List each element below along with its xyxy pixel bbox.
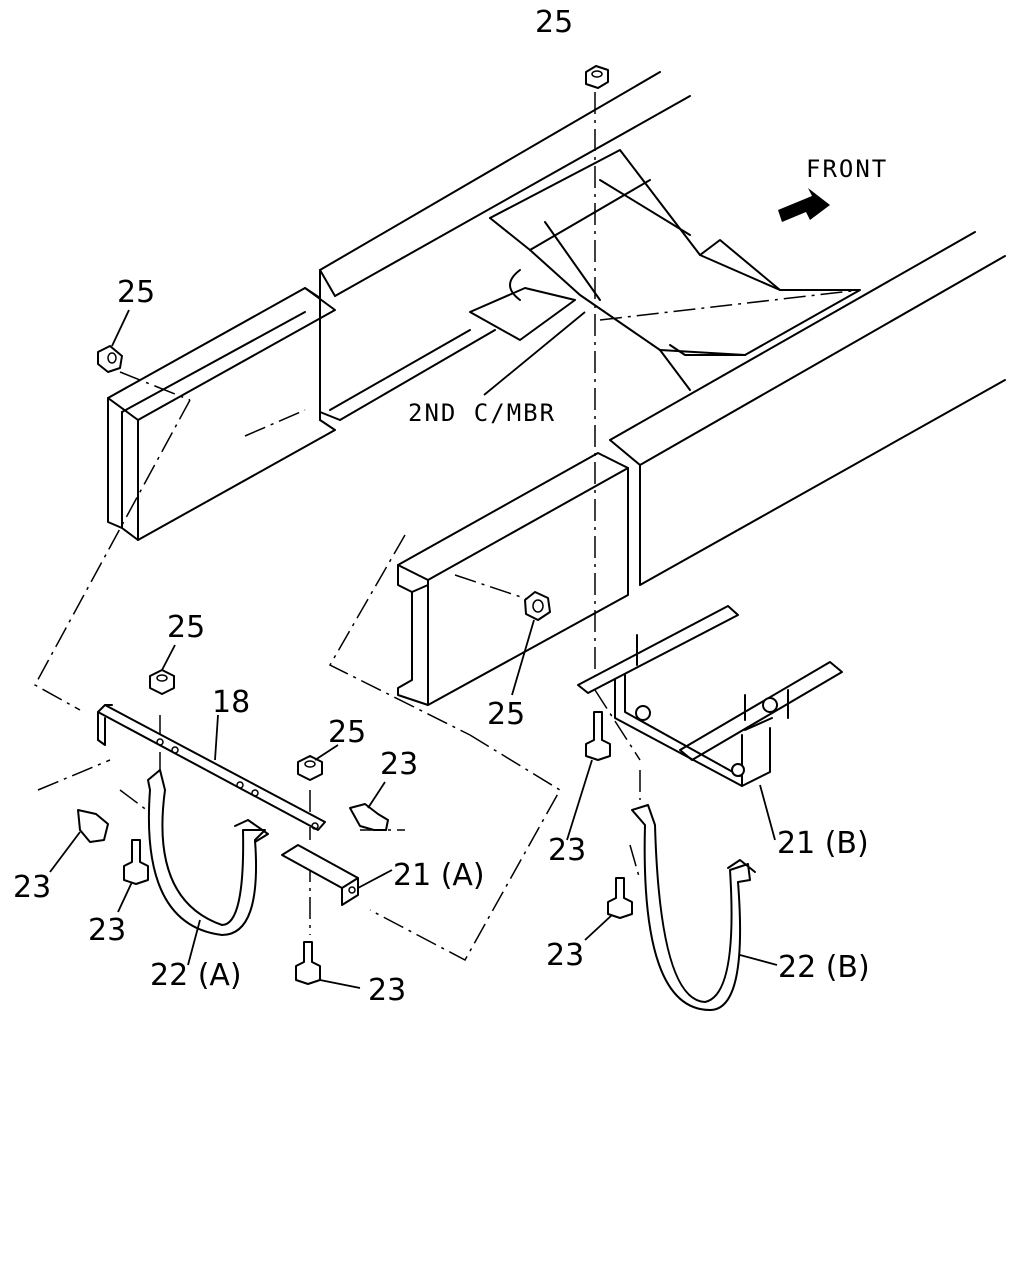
label-nut-mid: 25: [328, 715, 366, 750]
nut-icon: [97, 345, 123, 373]
crossmember-bar-18: [97, 704, 326, 831]
label-band-a: 22 (A): [150, 958, 242, 993]
label-front: FRONT: [806, 155, 888, 183]
part-labels: 25 25 25 18 25 23 21 (A) 23 23 22 (A) 23…: [13, 5, 888, 1008]
left-frame-rail: [107, 71, 691, 541]
bracket-21a: [281, 844, 359, 906]
bolt-icon: [585, 711, 611, 761]
label-bolt-bottom: 23: [368, 973, 406, 1008]
band-22a: [147, 769, 269, 936]
nut-icon: [524, 591, 551, 621]
bracket-21b: [577, 605, 843, 787]
label-bolt-b-upper: 23: [548, 833, 586, 868]
right-frame-rail: [397, 231, 1006, 706]
front-arrow-icon: [778, 188, 830, 222]
bolt-icon: [349, 803, 389, 831]
label-bolt-lower-left: 23: [88, 913, 126, 948]
label-bracket-b: 21 (B): [777, 826, 869, 861]
nut-icon: [585, 65, 609, 89]
label-nut-left: 25: [117, 275, 155, 310]
centerlines: [33, 92, 861, 962]
label-crossmember-bar: 18: [212, 685, 250, 720]
bolt-icon: [295, 941, 321, 985]
bolt-icon: [123, 839, 149, 885]
label-bolt-mid: 23: [380, 747, 418, 782]
label-nut-frame: 25: [487, 697, 525, 732]
label-bracket-a: 21 (A): [393, 858, 485, 893]
label-bolt-b-lower: 23: [546, 938, 584, 973]
bolt-icon: [607, 877, 633, 919]
nut-icon: [297, 755, 323, 781]
nut-icon: [149, 669, 175, 695]
label-nut-top: 25: [535, 5, 573, 40]
second-crossmember: [469, 149, 861, 391]
band-22b: [631, 804, 756, 1011]
label-bolt-left: 23: [13, 870, 51, 905]
bolt-icon: [77, 809, 109, 843]
label-nut-bracket-a: 25: [167, 610, 205, 645]
leader-lines: [49, 309, 778, 989]
label-crossmember: 2ND C/MBR: [408, 399, 556, 427]
label-band-b: 22 (B): [778, 950, 870, 985]
